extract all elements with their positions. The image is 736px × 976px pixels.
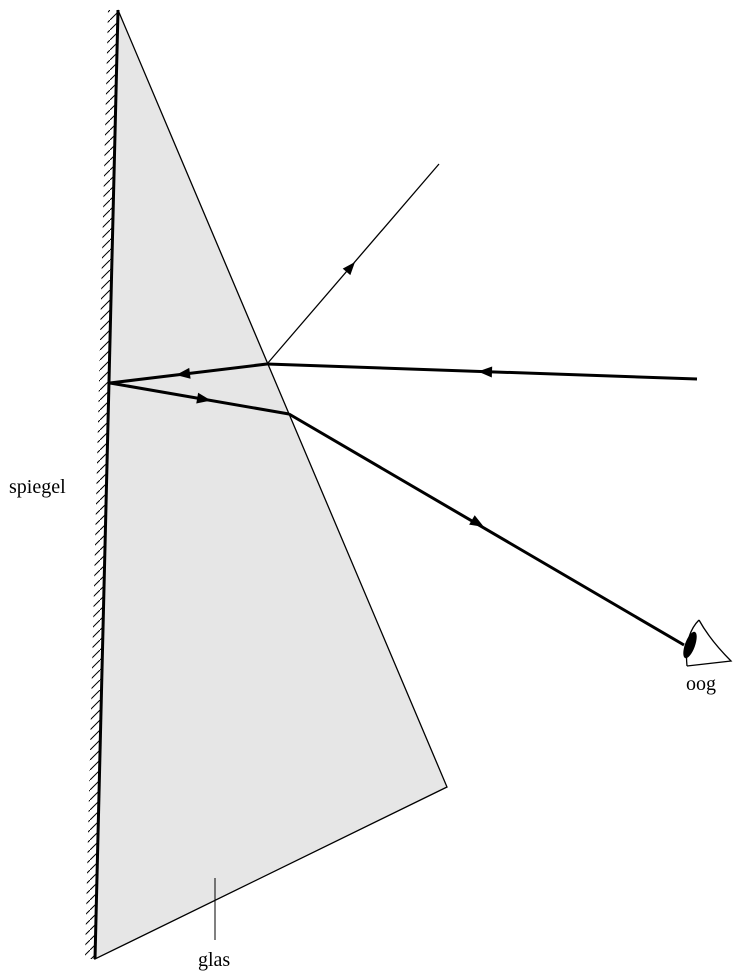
reflected-ray-arrow: [342, 262, 355, 276]
emerging-ray-arrow: [469, 515, 484, 527]
eye-label: oog: [686, 673, 716, 695]
mirror-line: [93, 9, 120, 960]
glass-prism: [94, 9, 448, 961]
incoming-ray-arrow: [478, 366, 493, 378]
glass-label: glas: [198, 949, 230, 971]
emerging-ray: [288, 412, 685, 647]
mirror-label: spiegel: [9, 476, 66, 498]
mirror-hatching: [85, 10, 118, 959]
eye-icon: [683, 619, 733, 667]
mirror-reflected-ray-arrow: [196, 392, 211, 404]
refracted-ray-in-arrow: [176, 367, 191, 379]
